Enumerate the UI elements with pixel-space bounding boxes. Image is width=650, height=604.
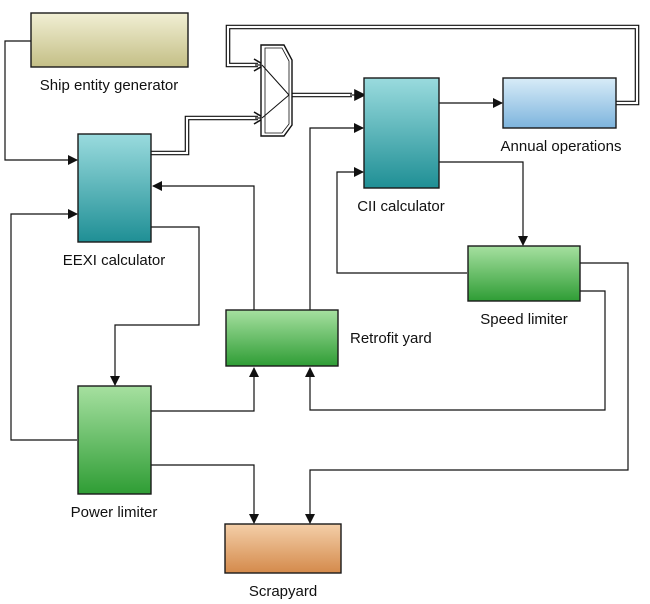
retrofit-yard-block[interactable] xyxy=(225,309,339,367)
wire-speed-to-cii xyxy=(336,167,467,274)
annual-operations-label: Annual operations xyxy=(501,138,622,155)
wire-power-to-retrofit xyxy=(151,367,259,412)
wire-generator-to-eexi xyxy=(4,40,78,165)
eexi-calculator-block[interactable] xyxy=(77,133,152,243)
eexi-calculator-label: EEXI calculator xyxy=(63,252,166,269)
wire-retrofit-to-cii xyxy=(309,123,364,310)
bus-eexi-to-mux xyxy=(151,115,258,156)
wire-retrofit-to-eexi xyxy=(152,181,255,310)
power-limiter-block[interactable] xyxy=(77,385,152,495)
wire-speed-to-retrofit xyxy=(305,290,606,411)
annual-operations-block[interactable] xyxy=(502,77,617,129)
retrofit-yard-label: Retrofit yard xyxy=(350,330,432,347)
cii-calculator-block[interactable] xyxy=(363,77,440,189)
cii-calculator-label: CII calculator xyxy=(357,198,445,215)
ship-entity-generator-block[interactable] xyxy=(30,12,189,68)
power-limiter-label: Power limiter xyxy=(71,504,158,521)
wire-power-to-eexi xyxy=(10,209,78,441)
speed-limiter-block[interactable] xyxy=(467,245,581,302)
wire-speed-to-scrapyard xyxy=(305,262,629,524)
wire-cii-to-speed xyxy=(439,161,528,246)
scrapyard-block[interactable] xyxy=(224,523,342,574)
wires xyxy=(4,40,629,524)
ship-entity-generator-label: Ship entity generator xyxy=(40,77,178,94)
mux xyxy=(260,44,293,137)
wire-power-to-scrapyard xyxy=(151,464,259,524)
wire-eexi-to-power xyxy=(110,226,200,386)
speed-limiter-label: Speed limiter xyxy=(480,311,568,328)
scrapyard-label: Scrapyard xyxy=(249,583,317,600)
bus-lines xyxy=(151,24,640,156)
